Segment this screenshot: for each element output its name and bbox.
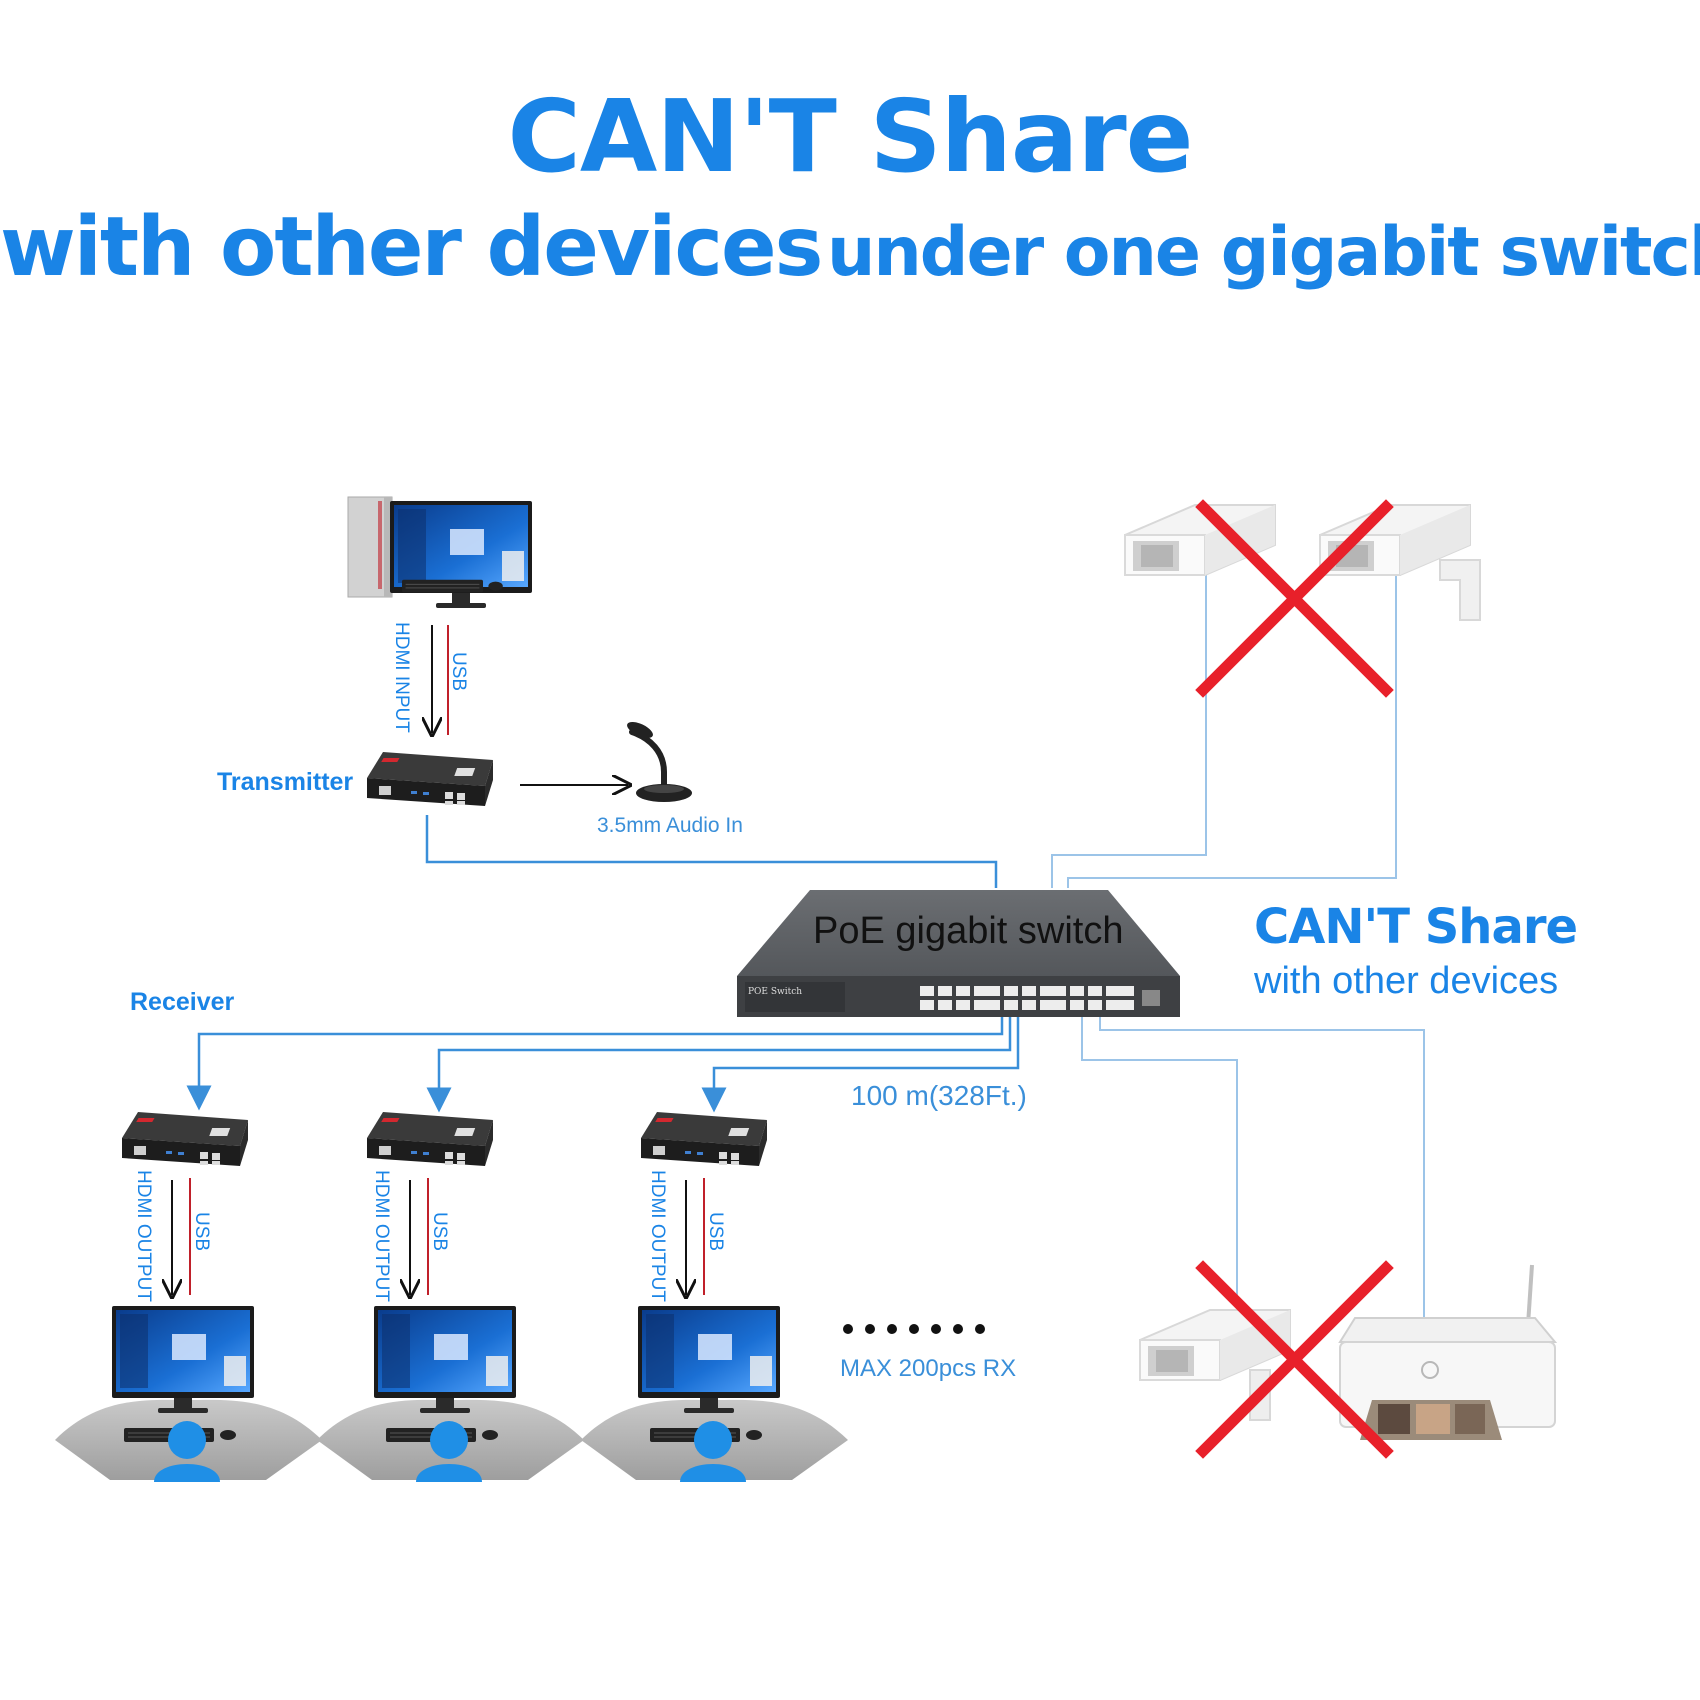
user-icon <box>168 1421 206 1459</box>
hdmi-input-label: HDMI INPUT <box>391 622 412 733</box>
receiver-device <box>641 1112 767 1166</box>
red-x-icon <box>1195 499 1394 698</box>
red-x-icon <box>1195 1260 1394 1459</box>
receiver-label: Receiver <box>130 988 235 1016</box>
headline-line2-part2: under one gigabit switch <box>826 213 1700 292</box>
cctv-camera-icon <box>1124 504 1276 576</box>
receiver-station: HDMI OUTPUT USB <box>317 1112 584 1482</box>
transmitter-device <box>367 752 493 806</box>
monitor-icon <box>112 1306 254 1413</box>
monitor-icon <box>638 1306 780 1413</box>
microphone-icon <box>627 721 692 802</box>
user-icon <box>430 1421 468 1459</box>
transmitter-link <box>425 815 998 888</box>
shared-device-links <box>1051 565 1425 1340</box>
printer-icon <box>1338 1264 1558 1440</box>
hdmi-output-label: HDMI OUTPUT <box>133 1170 154 1302</box>
side-note-title: CAN'T Share <box>1254 899 1577 955</box>
audio-in-label: 3.5mm Audio In <box>597 814 743 837</box>
receiver-device <box>367 1112 493 1166</box>
usb-output-label: USB <box>429 1212 450 1251</box>
distance-label: 100 m(328Ft.) <box>851 1080 1027 1111</box>
receiver-device <box>122 1112 248 1166</box>
usb-output-label: USB <box>705 1212 726 1251</box>
transmitter-label: Transmitter <box>217 768 353 796</box>
headline-line1: CAN'T Share <box>507 78 1194 195</box>
input-cables: HDMI INPUT USB <box>391 622 469 735</box>
side-note-subtitle: with other devices <box>1253 960 1558 1002</box>
max-rx-label: MAX 200pcs RX <box>840 1355 1016 1382</box>
headline-line2: with other devices under one gigabit swi… <box>0 200 1700 295</box>
headline-line2-part1: with other devices <box>0 200 823 295</box>
monitor-icon <box>374 1306 516 1413</box>
receiver-station: HDMI OUTPUT USB <box>55 1112 322 1482</box>
desktop-pc-icon <box>347 496 532 608</box>
receiver-station: HDMI OUTPUT USB <box>581 1112 848 1482</box>
usb-input-label: USB <box>448 652 469 691</box>
poe-switch: POE Switch PoE gigabit switch <box>737 890 1180 1017</box>
hdmi-output-label: HDMI OUTPUT <box>647 1170 668 1302</box>
usb-output-label: USB <box>191 1212 212 1251</box>
switch-label: PoE gigabit switch <box>813 910 1124 952</box>
more-receivers-dots <box>843 1324 985 1334</box>
receiver-links <box>186 1015 1020 1113</box>
user-icon <box>694 1421 732 1459</box>
switch-panel-label: POE Switch <box>748 987 802 997</box>
hdmi-output-label: HDMI OUTPUT <box>371 1170 392 1302</box>
cctv-camera-icon <box>1319 504 1481 621</box>
